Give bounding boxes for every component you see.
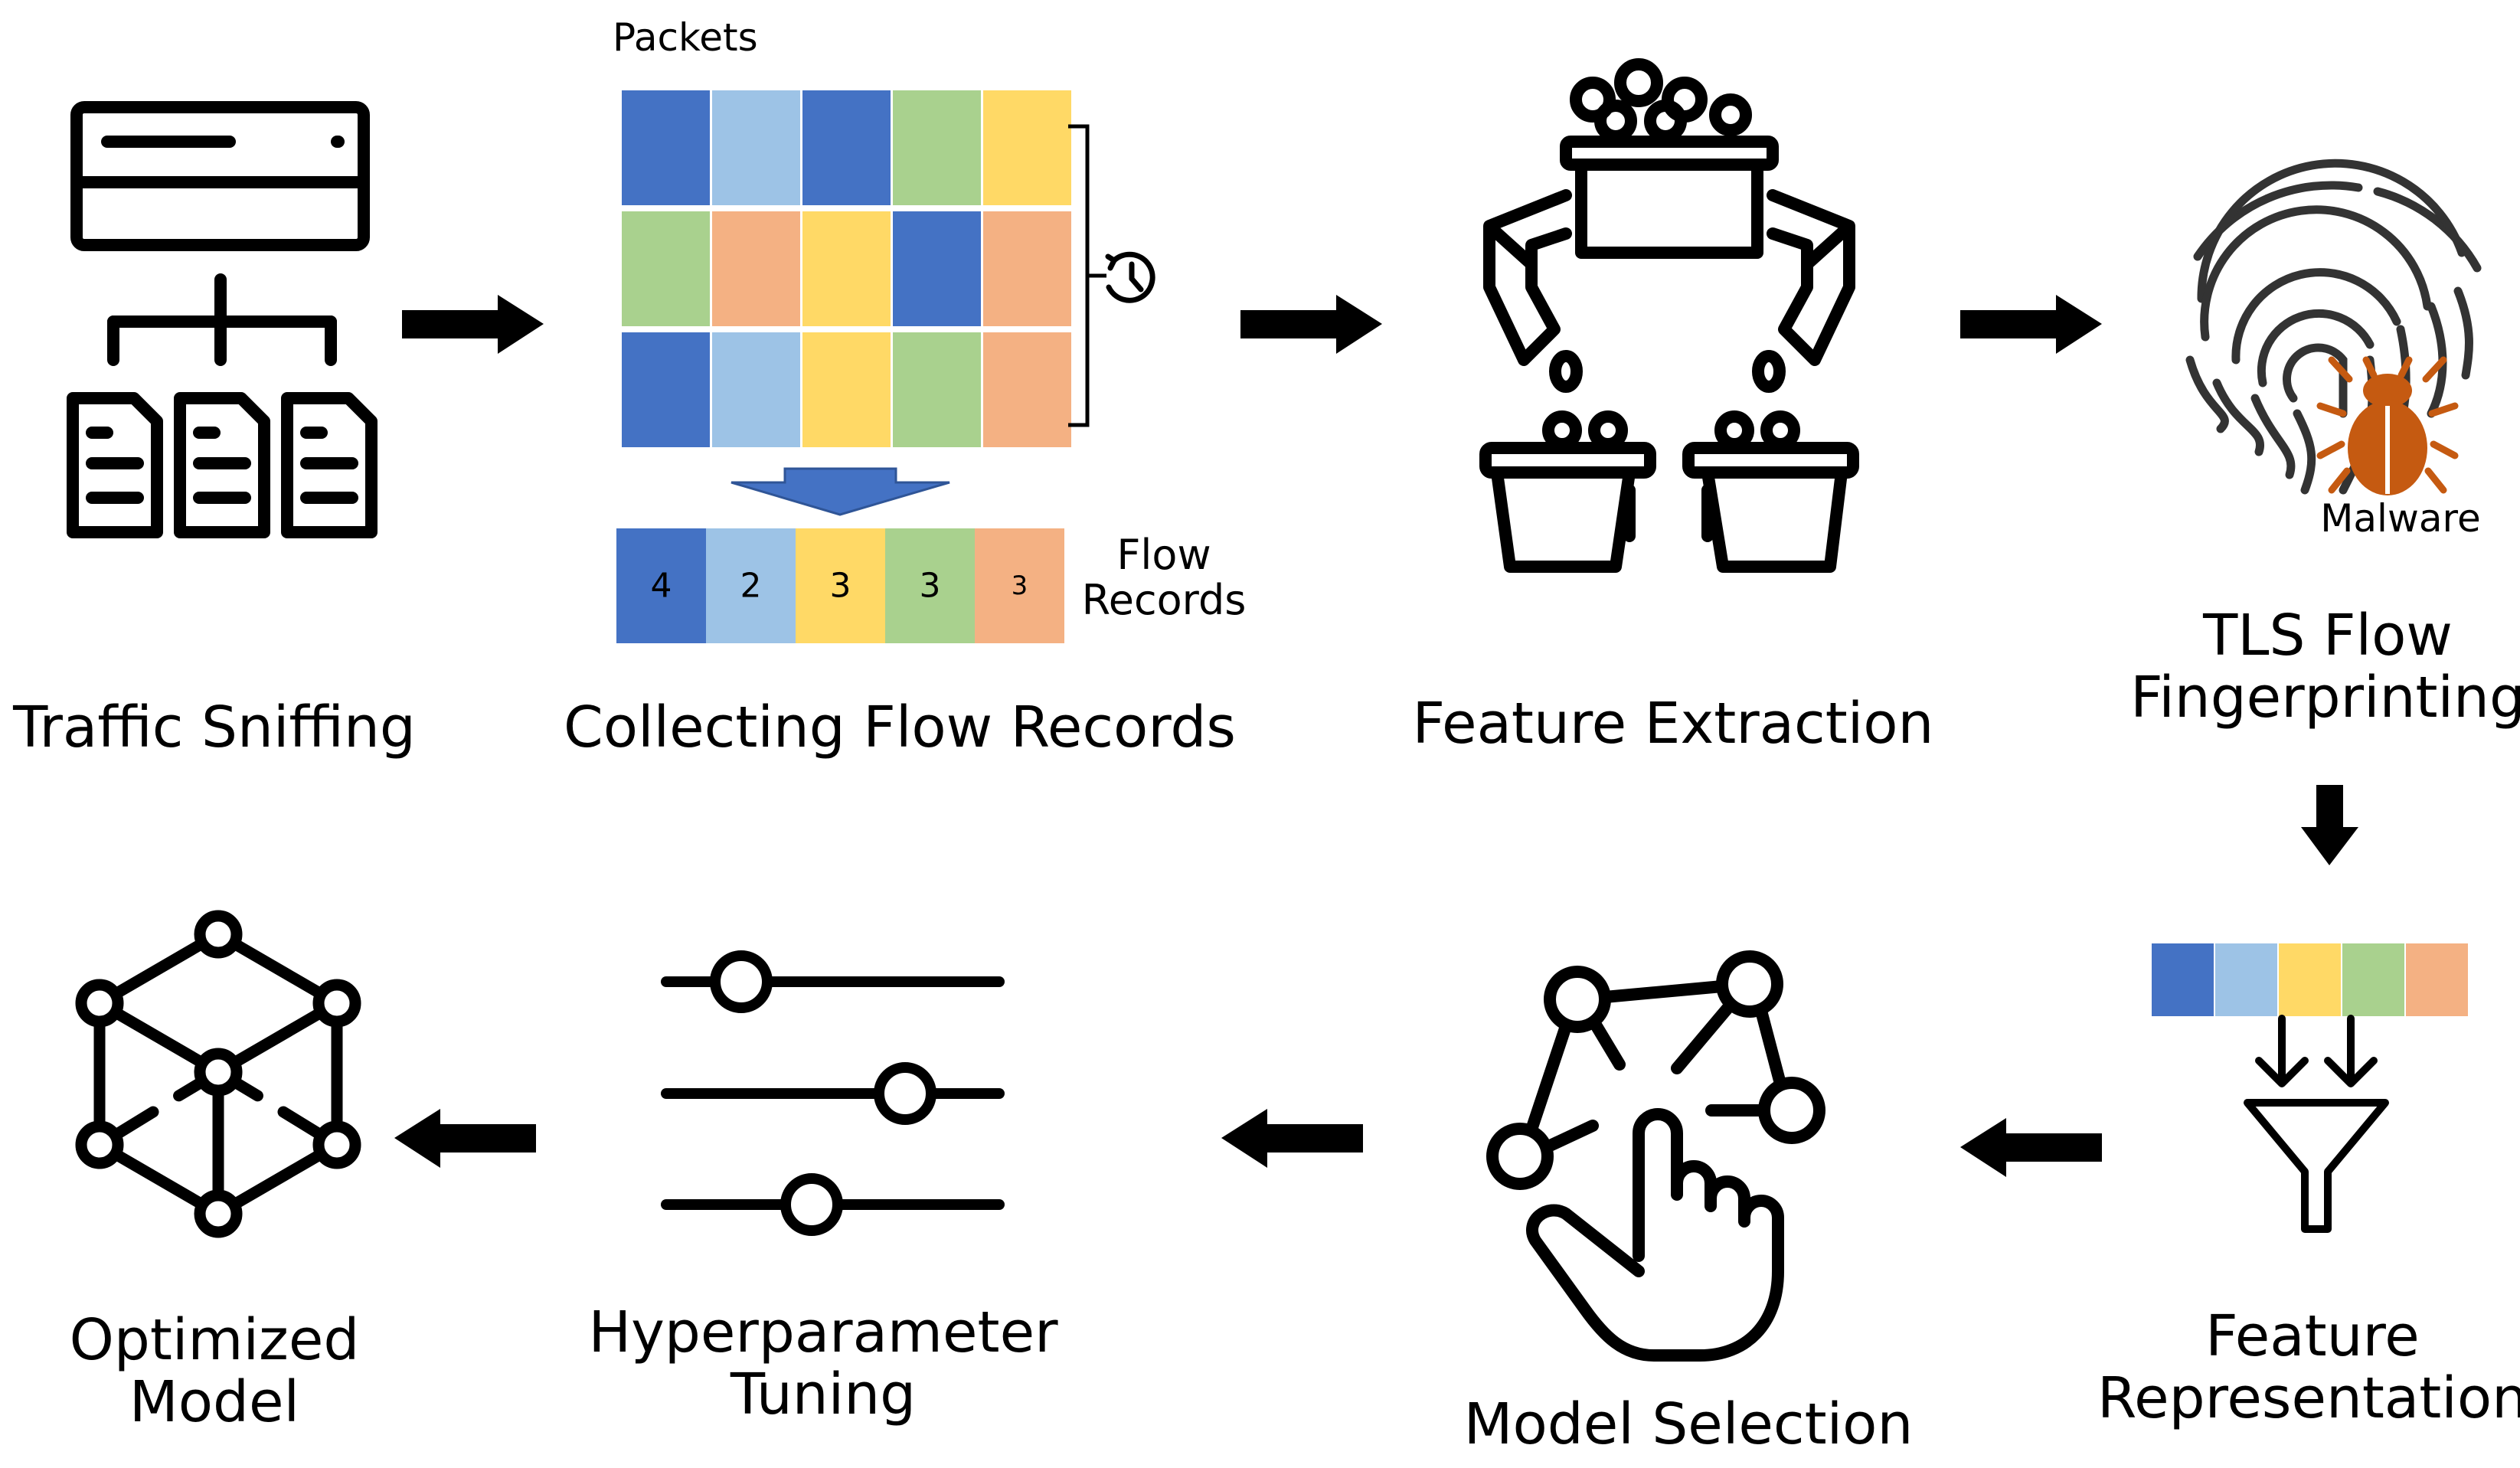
tls-flow-fingerprinting-title: TLS Flow Fingerprinting — [2130, 603, 2520, 731]
packet-cell — [983, 332, 1071, 447]
clock-icon — [1105, 251, 1155, 303]
feature-rep-line2: Representation — [2097, 1365, 2520, 1432]
flow-record-value: 4 — [650, 566, 672, 606]
flow-record-cell — [796, 528, 885, 643]
packet-cell — [893, 332, 981, 447]
flow-records-label-line1: Flow — [1116, 531, 1211, 579]
packet-cell — [802, 332, 891, 447]
cube-network-icon — [75, 910, 361, 1238]
optimized-line1: Optimized — [69, 1307, 360, 1373]
arrow-left-3 — [394, 1109, 536, 1168]
arrow-right-2 — [1240, 295, 1382, 354]
packet-cell — [983, 211, 1071, 326]
flow-record-value: 3 — [829, 566, 851, 606]
flow-record-cell — [616, 528, 706, 643]
packets-label: Packets — [613, 15, 758, 60]
traffic-sniffing-title: Traffic Sniffing — [13, 695, 416, 760]
server-network-icon — [67, 101, 378, 538]
optimized-model-title: Optimized Model — [70, 1309, 360, 1434]
arrow-left-2 — [1221, 1109, 1363, 1168]
feature-vector-cell — [2406, 943, 2468, 1016]
flow-records-label-line2: Records — [1081, 576, 1247, 625]
fingerprint-icon — [2185, 159, 2482, 495]
hyper-line1: Hyperparameter — [588, 1300, 1058, 1365]
flow-record-cell — [885, 528, 975, 643]
model-selection-title: Model Selection — [1463, 1391, 1914, 1457]
feature-vector — [2152, 943, 2468, 1016]
feature-rep-line1: Feature — [2205, 1303, 2420, 1369]
packet-cell — [802, 90, 891, 205]
feature-vector-cell — [2279, 943, 2341, 1016]
packet-grid — [622, 90, 1071, 447]
packet-cell — [622, 211, 710, 326]
packet-cell — [983, 90, 1071, 205]
collecting-flow-records-title: Collecting Flow Records — [564, 695, 1236, 760]
flow-record-value: 2 — [740, 566, 762, 606]
optimized-line2: Model — [129, 1369, 300, 1436]
packet-cell — [893, 90, 981, 205]
model-select-icon — [1486, 950, 1825, 1362]
malware-label: Malware — [2320, 496, 2481, 541]
time-bracket — [1068, 124, 1106, 427]
flow-records-label: Flow Records — [1082, 532, 1247, 623]
packet-cell — [712, 332, 800, 447]
tls-title-line2: Fingerprinting — [2130, 665, 2520, 731]
packet-cell — [712, 90, 800, 205]
feature-vector-cell — [2152, 943, 2214, 1016]
hyperparameter-tuning-title: Hyperparameter Tuning — [588, 1300, 1058, 1428]
flow-record-bar — [616, 528, 1064, 643]
arrow-left-1 — [1960, 1118, 2102, 1177]
flow-record-cell — [975, 528, 1064, 643]
feature-representation-title: Feature Representation — [2097, 1303, 2520, 1432]
hyper-line2: Tuning — [730, 1362, 917, 1428]
feature-vector-cell — [2342, 943, 2404, 1016]
flow-record-cell — [706, 528, 796, 643]
packet-cell — [712, 211, 800, 326]
arrow-right-3 — [1960, 295, 2102, 354]
funnel-icon — [2244, 1015, 2389, 1233]
flow-record-value: 3 — [919, 566, 941, 606]
flow-record-value: 3 — [1011, 571, 1028, 601]
arrow-down-1 — [2301, 785, 2358, 865]
packet-cell — [893, 211, 981, 326]
arrow-right-1 — [402, 295, 544, 354]
packet-cell — [802, 211, 891, 326]
robot-hand-icon — [1479, 58, 1859, 573]
packet-cell — [622, 90, 710, 205]
feature-vector-cell — [2215, 943, 2277, 1016]
down-block-arrow — [731, 467, 950, 516]
packet-cell — [622, 332, 710, 447]
feature-extraction-title: Feature Extraction — [1412, 691, 1934, 757]
sliders-icon — [661, 950, 1005, 1236]
tls-title-line1: TLS Flow — [2203, 603, 2453, 669]
bug-icon — [2316, 356, 2459, 495]
